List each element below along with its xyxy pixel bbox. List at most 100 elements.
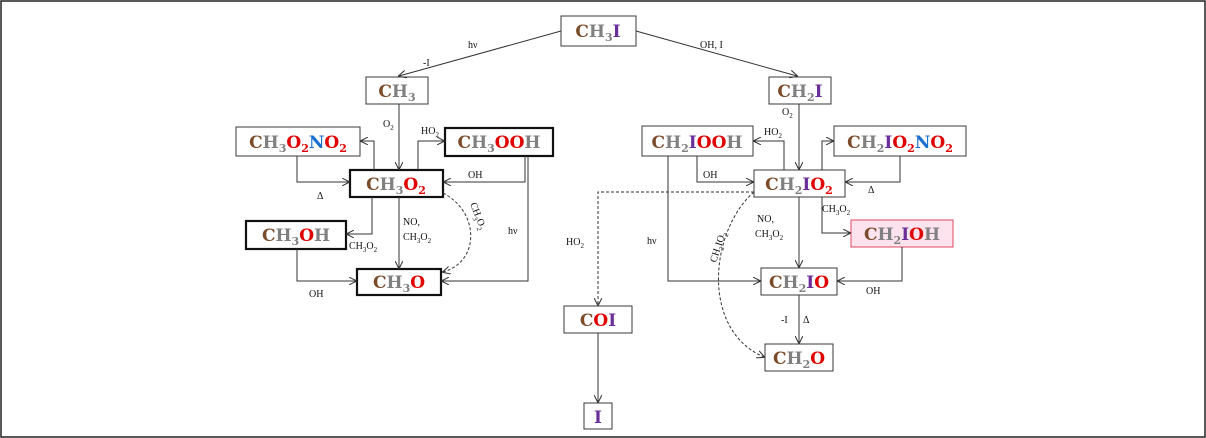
formula-part-ch2io2-1: H <box>779 175 795 195</box>
molecule-ch2io2no2: CH2IO2NO2 <box>847 133 953 155</box>
arrow-ch2io2-ch2ioh <box>821 197 850 233</box>
formula-part-ch3oh-0: C <box>262 226 276 246</box>
formula-part-ch3i-3: I <box>613 22 621 42</box>
label-hv-top: hν <box>468 40 478 51</box>
formula-part-ch3ooh-5: H <box>524 133 540 153</box>
arrow-ch3o2-self <box>443 192 472 272</box>
formula-part-ch3o2-2: 3 <box>396 184 404 197</box>
molecule-i: I <box>594 408 602 428</box>
formula-part-ch2i-0: C <box>777 82 791 102</box>
arrow-ch2io2-ch2iooh <box>754 141 785 170</box>
molecule-ch2iooh: CH2IOOH <box>652 133 743 155</box>
formula-part-ch2io2-4: O <box>810 175 825 195</box>
formula-part-ch2io2no2-6: N <box>915 133 931 153</box>
formula-part-ch3oh-3: O <box>299 226 314 246</box>
formula-part-ch2ioh-0: C <box>864 225 878 245</box>
formula-part-ch3o2no2-3: O <box>286 133 301 153</box>
arrow-ch2iooh-ch2io2 <box>696 156 753 182</box>
formula-part-ch2io2no2-5: 2 <box>907 142 915 155</box>
label-oh-left-mid: OH <box>468 170 482 181</box>
formula-part-ch3o2-4: 2 <box>418 184 426 197</box>
formula-part-ch2iooh-2: 2 <box>681 142 689 155</box>
arrow-ch2io2-ch2o <box>718 191 765 357</box>
arrow-ch3oh-ch3o <box>296 249 356 281</box>
formula-part-ch3-0: C <box>378 82 392 102</box>
formula-part-coi-0: C <box>580 311 594 331</box>
molecule-ch2o: CH2O <box>773 349 825 371</box>
label-ch3o2-left-b: CH3O2 <box>349 241 378 254</box>
formula-part-ch3o-0: C <box>373 273 387 293</box>
label-no-right: NO, <box>757 214 774 225</box>
label-minus-i-right: -I <box>781 315 788 326</box>
formula-part-ch2ioh-3: I <box>901 225 909 245</box>
label-o2-right: O2 <box>782 107 793 120</box>
formula-part-ch2io-0: C <box>769 273 783 293</box>
box-ch3o <box>355 267 443 297</box>
arrow-ch3o2-ch3oh <box>347 197 373 234</box>
label-delta-bottom: Δ <box>803 315 810 326</box>
node-boxes <box>235 15 967 430</box>
formula-part-ch3i-2: 3 <box>605 31 613 44</box>
formula-part-ch2ioh-2: 2 <box>894 234 902 247</box>
label-oh-right-bottom: OH <box>866 286 880 297</box>
formula-part-ch2io2no2-7: O <box>930 133 945 153</box>
formula-part-ch2iooh-1: H <box>665 133 681 153</box>
formula-part-ch3o2no2-4: 2 <box>301 142 309 155</box>
arrow-ch2io2-coi <box>598 191 754 305</box>
label-ch2io2-curve: CH2IO2 <box>708 230 730 264</box>
formula-part-ch2iooh-3: I <box>689 133 697 153</box>
formula-part-ch3o-2: 3 <box>403 282 411 295</box>
formula-part-ch2iooh-4: O <box>697 133 712 153</box>
arrow-ch3o2no2-ch3o2 <box>296 156 349 182</box>
box-ch2io2 <box>753 169 846 198</box>
formula-part-ch2o-2: 2 <box>803 358 811 371</box>
molecule-ch2io: CH2IO <box>769 273 829 295</box>
box-ch2o <box>764 343 834 372</box>
formula-part-ch3o2no2-2: 3 <box>279 142 287 155</box>
formula-part-ch3o2-0: C <box>366 175 380 195</box>
box-ch3 <box>365 76 429 105</box>
arrow-ch2iooh-ch2io <box>667 156 760 281</box>
molecule-ch3o2no2: CH3O2NO2 <box>249 133 347 155</box>
formula-part-i-0: I <box>594 408 602 428</box>
formula-part-ch2io-3: I <box>806 273 814 293</box>
label-ch3o2-right-a: CH3O2 <box>822 204 851 217</box>
arrow-ch2io2no2-ch2io2 <box>846 156 901 182</box>
molecule-ch3o2: CH3O2 <box>366 175 426 197</box>
formula-part-ch3o2no2-7: 2 <box>339 142 347 155</box>
formula-part-ch2ioh-5: H <box>924 225 940 245</box>
formula-part-ch3o2-3: O <box>403 175 418 195</box>
formula-part-ch2io-1: H <box>783 273 799 293</box>
label-ho2-coi: HO2 <box>566 237 584 250</box>
formula-part-ch3ooh-1: H <box>471 133 487 153</box>
formula-part-ch3oh-1: H <box>275 226 291 246</box>
label-hv-left: hν <box>508 226 518 237</box>
arrow-ch3ooh-ch3o <box>442 156 529 281</box>
formula-part-ch2io2no2-8: 2 <box>945 142 953 155</box>
reaction-labels: hν -I OH, I O2 HO2 OH Δ NO, CH3O2 CH3O2 … <box>309 40 880 326</box>
formula-part-ch3o2-1: H <box>380 175 396 195</box>
label-ho2-left: HO2 <box>421 126 439 139</box>
arrow-ch3i-ch3 <box>399 30 562 76</box>
formula-part-ch2i-1: H <box>791 82 807 102</box>
formula-part-ch3ooh-4: O <box>510 133 525 153</box>
formula-part-ch3i-1: H <box>589 22 605 42</box>
molecule-ch3o: CH3O <box>373 273 425 295</box>
formula-part-ch3i-0: C <box>575 22 589 42</box>
formula-part-ch3ooh-2: 3 <box>487 142 495 155</box>
label-ho2-right: HO2 <box>764 127 782 140</box>
formula-part-ch2ioh-1: H <box>877 225 893 245</box>
box-ch2i <box>768 76 832 105</box>
reaction-arrows <box>296 30 903 402</box>
formula-part-ch2i-2: 2 <box>807 91 815 104</box>
formula-part-ch2iooh-6: H <box>726 133 742 153</box>
molecule-ch2ioh: CH2IOH <box>864 225 940 247</box>
label-delta-left: Δ <box>317 191 324 202</box>
formula-part-ch2o-1: H <box>787 349 803 369</box>
box-ch3o2 <box>348 168 445 199</box>
formula-part-ch3o2no2-1: H <box>263 133 279 153</box>
arrow-ch2io2-ch2io2no2 <box>821 141 833 170</box>
